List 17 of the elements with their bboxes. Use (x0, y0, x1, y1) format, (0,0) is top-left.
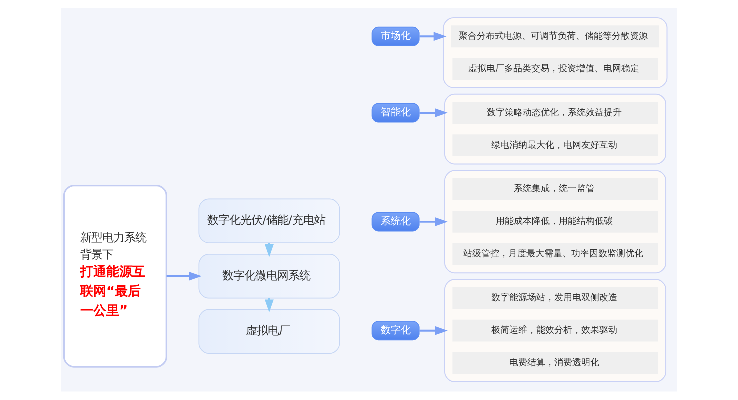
node-box: 数字化微电网系统 (198, 254, 340, 299)
arrow (166, 272, 202, 281)
arrow (420, 326, 448, 336)
cluster (444, 94, 667, 165)
arrow (420, 217, 448, 226)
arrow (420, 32, 447, 42)
node-box: 数字化 (372, 321, 420, 341)
node-box: 智能化 (372, 103, 420, 123)
arrow (420, 108, 448, 118)
node-box: 虚拟电厂 (198, 309, 340, 354)
cluster (444, 170, 667, 274)
cluster (444, 279, 667, 383)
node-box: 系统化 (372, 212, 420, 232)
cluster (443, 17, 668, 88)
node-box: 市场化 (372, 26, 420, 46)
node-box: 新型电力系统背景下 打通能源互联网“最后一公里” (63, 184, 168, 368)
node-box: 数字化光伏/储能/充电站 (198, 198, 340, 244)
